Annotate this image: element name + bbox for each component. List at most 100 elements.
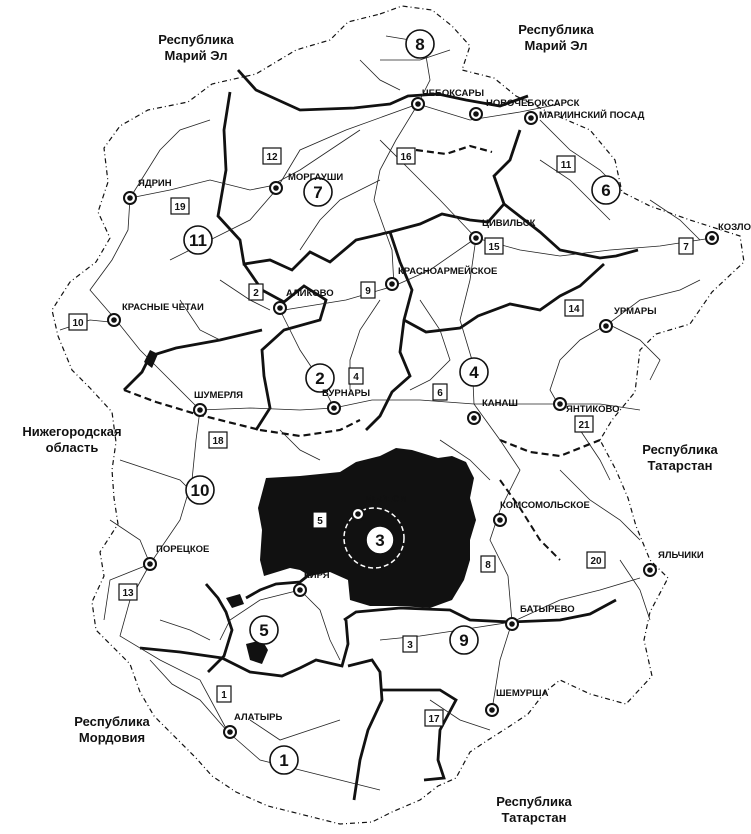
city-kozlovka: КОЗЛОВКА — [705, 222, 751, 245]
city-label: КАНАШ — [482, 398, 518, 409]
svg-text:7: 7 — [313, 183, 322, 202]
road-number-16: 16 — [396, 147, 416, 165]
city-marker-dot — [603, 323, 609, 329]
city-label: КРАСНЫЕ ЧЕТАИ — [122, 302, 204, 313]
city-marker-dot — [528, 115, 534, 121]
city-cheboksary: ЧЕБОКСАРЫ — [411, 88, 484, 111]
city-poretskoe: ПОРЕЦКОЕ — [143, 544, 209, 571]
svg-text:9: 9 — [459, 631, 468, 650]
road-number-4: 4 — [348, 367, 364, 385]
city-morgaushi: МОРГАУШИ — [269, 172, 343, 195]
city-label: УРМАРЫ — [614, 306, 657, 317]
neighbor-region-label: Нижегородская — [22, 424, 121, 439]
svg-text:5: 5 — [259, 621, 268, 640]
city-kirya: КИРЯ — [293, 570, 330, 597]
city-shumerlya: ШУМЕРЛЯ — [193, 390, 243, 417]
city-marker-dot — [473, 235, 479, 241]
city-yadrin: ЯДРИН — [123, 178, 172, 205]
city-marker-dot — [273, 185, 279, 191]
road-number-21: 21 — [574, 415, 594, 433]
svg-text:4: 4 — [469, 363, 479, 382]
city-marker-dot — [471, 415, 477, 421]
svg-text:17: 17 — [428, 714, 440, 725]
neighbor-region-label: Татарстан — [501, 810, 566, 825]
city-urmary: УРМАРЫ — [599, 306, 657, 333]
city-label: ЯДРИН — [138, 178, 172, 189]
district-number-3: 3 — [365, 525, 395, 555]
city-marker-dot — [297, 587, 303, 593]
city-marker-dot — [509, 621, 515, 627]
svg-text:10: 10 — [72, 318, 84, 329]
city-marker-dot — [331, 405, 337, 411]
city-tsivilsk: ЦИВИЛЬСК — [469, 218, 536, 245]
svg-text:18: 18 — [212, 436, 224, 447]
neighbor-region-label: Татарстан — [647, 458, 712, 473]
road-number-9: 9 — [360, 281, 376, 299]
svg-text:21: 21 — [578, 420, 590, 431]
city-label: КОМСОМОЛЬСКОЕ — [500, 500, 590, 511]
road-number-5: 5 — [312, 511, 328, 529]
svg-text:15: 15 — [488, 242, 500, 253]
city-label: КРАСНОАРМЕЙСКОЕ — [398, 265, 497, 277]
city-label: МОРГАУШИ — [288, 172, 343, 183]
svg-text:6: 6 — [437, 388, 443, 399]
city-ibresi: ИБРЕСИ — [351, 494, 406, 521]
republic-border — [51, 5, 745, 825]
city-krasnoarm: КРАСНОАРМЕЙСКОЕ — [385, 265, 497, 291]
city-yantikovo: ЯНТИКОВО — [553, 397, 620, 415]
city-yalchiki: ЯЛЬЧИКИ — [643, 550, 704, 577]
city-mariinsky: МАРИИНСКИЙ ПОСАД — [524, 109, 645, 125]
svg-text:8: 8 — [415, 35, 424, 54]
road-number-14: 14 — [564, 299, 584, 317]
city-marker-dot — [355, 511, 361, 517]
road-number-6: 6 — [432, 383, 448, 401]
city-komsomol: КОМСОМОЛЬСКОЕ — [493, 500, 590, 527]
city-label: АЛИКОВО — [286, 288, 334, 299]
svg-text:14: 14 — [568, 304, 580, 315]
svg-text:8: 8 — [485, 560, 491, 571]
svg-text:19: 19 — [174, 202, 186, 213]
neighbor-region-label: Республика — [496, 794, 572, 809]
city-krchetai: КРАСНЫЕ ЧЕТАИ — [107, 302, 204, 327]
city-label: ЦИВИЛЬСК — [482, 218, 536, 229]
city-marker-dot — [277, 305, 283, 311]
city-label: КОЗЛОВКА — [718, 222, 751, 233]
svg-text:3: 3 — [375, 531, 384, 550]
city-alikovo: АЛИКОВО — [273, 288, 334, 315]
svg-text:5: 5 — [317, 516, 323, 527]
neighbor-region-label: область — [46, 440, 99, 455]
svg-text:9: 9 — [365, 286, 371, 297]
city-novocheboksarsk: НОВОЧЕБОКСАРСК — [469, 98, 580, 121]
road-number-7: 7 — [678, 237, 694, 255]
district-number-7: 7 — [303, 177, 333, 207]
city-label: МАРИИНСКИЙ ПОСАД — [539, 109, 645, 121]
road-number-10: 10 — [68, 313, 88, 331]
svg-text:1: 1 — [221, 690, 227, 701]
city-marker-dot — [111, 317, 117, 323]
road-number-15: 15 — [484, 237, 504, 255]
city-marker-dot — [647, 567, 653, 573]
neighbor-region-label: Республика — [74, 714, 150, 729]
svg-text:2: 2 — [253, 288, 259, 299]
district-number-2: 2 — [305, 363, 335, 393]
city-marker-dot — [389, 281, 395, 287]
svg-text:11: 11 — [189, 231, 207, 250]
district-number-5: 5 — [249, 615, 279, 645]
road-number-17: 17 — [424, 709, 444, 727]
district-number-8: 8 — [405, 29, 435, 59]
svg-text:3: 3 — [407, 640, 413, 651]
district-number-10: 10 — [185, 475, 215, 505]
city-marker-dot — [497, 517, 503, 523]
city-label: ЧЕБОКСАРЫ — [422, 88, 484, 99]
svg-text:12: 12 — [266, 152, 278, 163]
svg-text:4: 4 — [353, 372, 359, 383]
city-label: НОВОЧЕБОКСАРСК — [486, 98, 580, 109]
city-label: БАТЫРЕВО — [520, 604, 575, 615]
road-number-12: 12 — [262, 147, 282, 165]
road-number-18: 18 — [208, 431, 228, 449]
city-marker-dot — [415, 101, 421, 107]
city-label: КИРЯ — [304, 570, 330, 581]
